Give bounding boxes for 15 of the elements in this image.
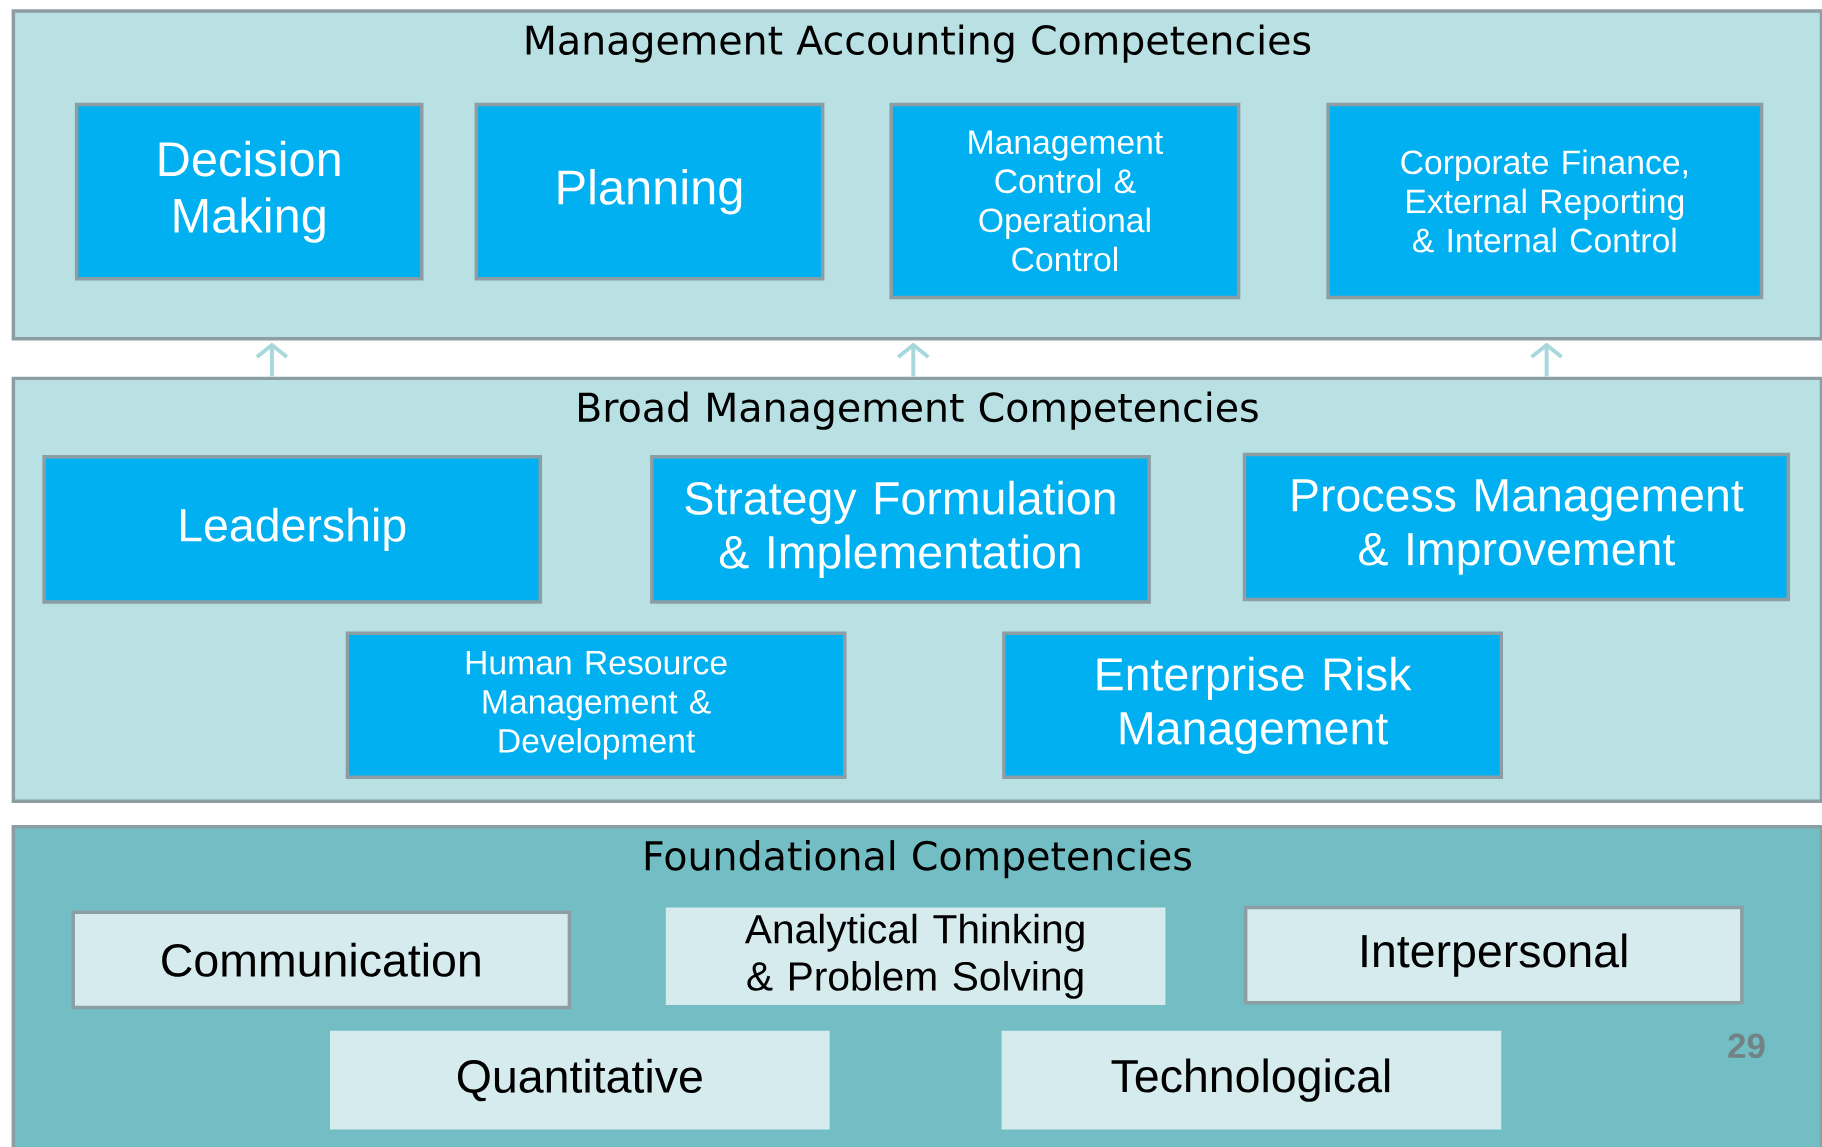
- competency-box: Communication: [71, 910, 572, 1010]
- competency-box: Management Control & Operational Control: [889, 102, 1241, 300]
- competency-box: Planning: [474, 102, 825, 281]
- competency-box: Analytical Thinking & Problem Solving: [665, 907, 1166, 1006]
- competency-box: Enterprise Risk Management: [1002, 631, 1503, 780]
- competency-box: Process Management & Improvement: [1242, 452, 1791, 602]
- page-number: 29: [1728, 1033, 1765, 1059]
- competency-box: Interpersonal: [1243, 905, 1744, 1005]
- competency-box: Corporate Finance, External Reporting & Internal Control: [1326, 102, 1764, 300]
- competency-box: Technological: [1001, 1030, 1502, 1130]
- competency-box: Human Resource Management & Development: [345, 631, 847, 780]
- competency-box: Strategy Formulation & Implementation: [650, 454, 1151, 604]
- competency-box: Quantitative: [329, 1030, 830, 1130]
- competency-box: Leadership: [42, 454, 543, 604]
- competency-box: Decision Making: [74, 102, 424, 281]
